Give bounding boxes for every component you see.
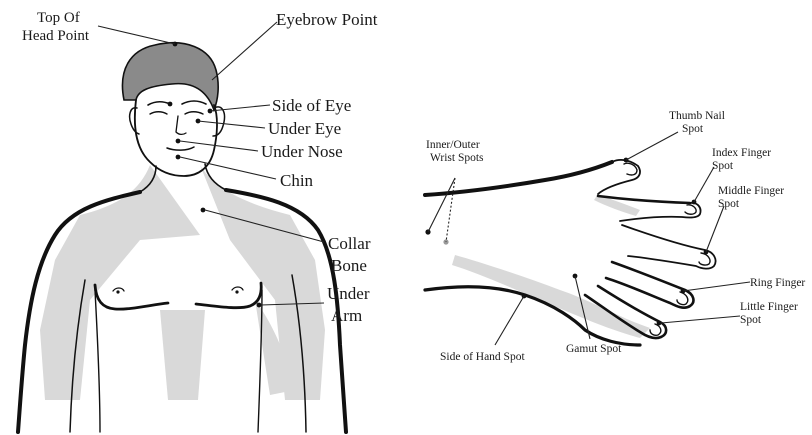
collar-bone-label-line2: Bone <box>331 256 367 275</box>
under-nose-point <box>176 139 181 144</box>
under-eye-label: Under Eye <box>268 119 341 138</box>
under-nose-label: Under Nose <box>261 142 343 161</box>
middle-finger-spot-label-line2: Spot <box>718 198 740 210</box>
little-finger-spot-label-line2: Spot <box>740 314 762 326</box>
thumb-nail-spot-label-line2: Spot <box>682 123 704 135</box>
eyebrow-point <box>168 102 173 107</box>
middle-finger-spot-label-line1: Middle Finger <box>718 185 784 197</box>
side-of-hand-spot-label: Side of Hand Spot <box>440 351 525 363</box>
top-of-head-label-line2: Head Point <box>22 28 90 44</box>
chin-point <box>176 155 181 160</box>
little-finger-spot-label-line1: Little Finger <box>740 301 798 313</box>
thumb-nail-spot-label-line1: Thumb Nail <box>669 110 725 122</box>
collar-bone-point <box>201 208 206 213</box>
wrist-spots-label-line2: Wrist Spots <box>430 152 484 164</box>
side-of-eye-label: Side of Eye <box>272 96 351 115</box>
eyebrow-point-label: Eyebrow Point <box>276 10 378 29</box>
chin-label: Chin <box>280 171 314 190</box>
under-arm-point <box>257 303 262 308</box>
little-finger-spot <box>657 321 662 326</box>
index-finger-spot-label-line2: Spot <box>712 160 734 172</box>
under-arm-label-line1: Under <box>327 284 370 303</box>
collar-bone-label-line1: Collar <box>328 234 371 253</box>
hand-figure <box>425 160 716 345</box>
gamut-spot-label: Gamut Spot <box>566 343 622 355</box>
top-of-head-label-line1: Top Of <box>37 10 80 26</box>
wrist-spots-label-line1: Inner/Outer <box>426 139 480 151</box>
ring-finger-spot-label: Ring Finger <box>750 277 805 289</box>
index-finger-spot-label-line1: Index Finger <box>712 147 771 159</box>
under-arm-label-line2: Arm <box>331 306 362 325</box>
